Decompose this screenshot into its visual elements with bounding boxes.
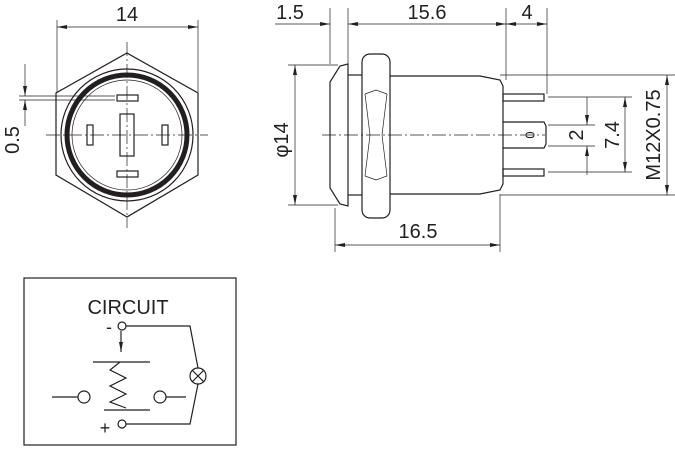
flange: [329, 63, 349, 207]
pin: [502, 93, 545, 102]
spring-icon: [108, 361, 128, 409]
hex-nut-side: [361, 53, 391, 219]
dim-thread: M12X0.75: [643, 89, 665, 180]
dim-pin-span: 7.4: [602, 121, 624, 149]
minus-label: -: [106, 317, 112, 337]
plus-label: +: [100, 418, 111, 438]
front-view: 14 0.5: [2, 4, 208, 228]
terminal-slot: [116, 170, 139, 178]
dim-pin: 4: [521, 2, 532, 24]
dim-width: 14: [116, 4, 138, 26]
hex-nut-outline: [55, 52, 199, 218]
dim-slot: 0.5: [2, 126, 24, 154]
dim-center-gap: 2: [566, 129, 588, 140]
terminal-slot: [161, 124, 169, 146]
circuit-diagram: CIRCUIT - +: [23, 277, 237, 446]
terminal-slot: [116, 94, 139, 102]
lamp-icon: [189, 367, 207, 385]
circuit-title: CIRCUIT: [87, 297, 168, 319]
pin: [502, 168, 545, 177]
dim-flange: 1.5: [276, 2, 304, 24]
side-view: 0 1.5 15.6 4 φ14 16.5 2 7.4: [271, 2, 675, 252]
center-pin: [503, 121, 547, 149]
center-terminal-slot: [119, 113, 135, 157]
terminal-slot: [86, 124, 94, 146]
dim-diameter: φ14: [271, 122, 293, 157]
circuit-frame: [23, 277, 237, 446]
dim-body: 15.6: [408, 2, 447, 24]
dim-overall: 16.5: [399, 221, 438, 243]
